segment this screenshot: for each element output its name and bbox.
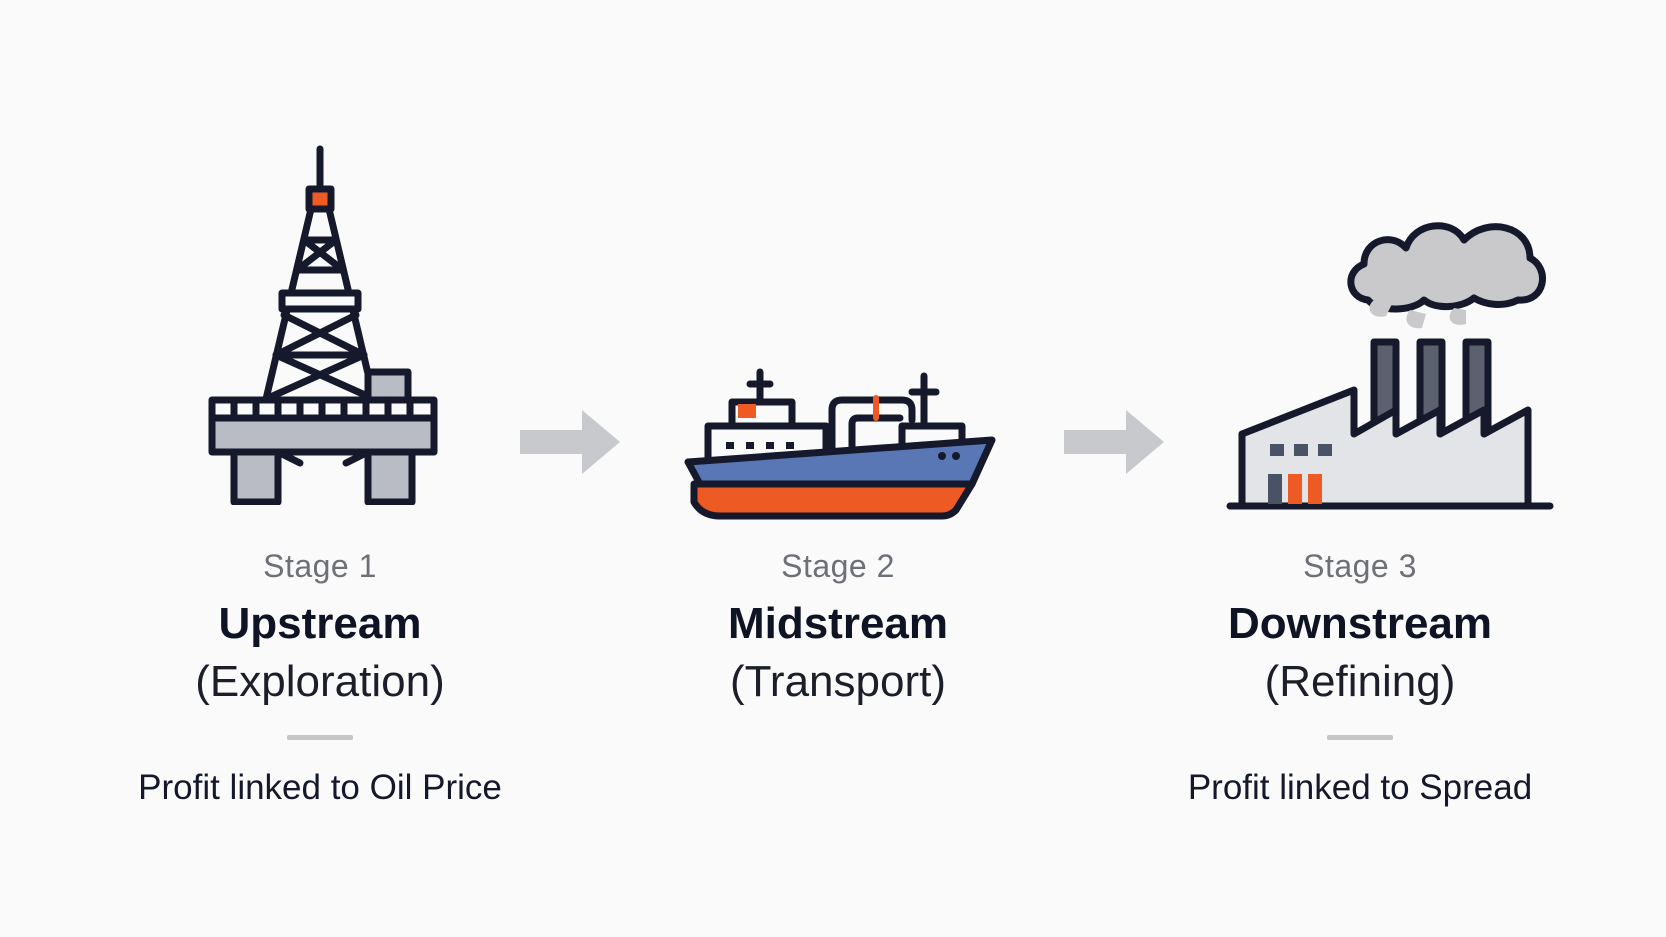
stage-name: Upstream (218, 599, 422, 648)
stage-description: (Refining) (1264, 657, 1456, 706)
stage-downstream: Stage 3 Downstream (Refining) Profit lin… (1130, 550, 1590, 805)
stage-upstream: Stage 1 Upstream (Exploration) Profit li… (90, 550, 550, 805)
stage-number: Stage 3 (1303, 548, 1417, 584)
stage-number: Stage 1 (263, 548, 377, 584)
stage-name: Midstream (727, 599, 949, 648)
stage-note: Profit linked to Spread (1187, 767, 1533, 807)
stage-note: Profit linked to Oil Price (138, 767, 502, 807)
right-arrow-icon (520, 410, 620, 474)
right-arrow-icon (1064, 410, 1164, 474)
divider (287, 734, 353, 740)
stage-description: (Exploration) (195, 657, 445, 706)
divider (1327, 734, 1393, 740)
stage-name: Downstream (1227, 599, 1493, 648)
stage-description: (Transport) (730, 657, 946, 706)
stage-midstream: Stage 2 Midstream (Transport) (608, 550, 1068, 708)
refinery-factory-icon (1226, 222, 1554, 510)
stage-number: Stage 2 (781, 548, 895, 584)
oil-rig-icon (208, 145, 438, 505)
tanker-ship-icon (684, 368, 996, 520)
